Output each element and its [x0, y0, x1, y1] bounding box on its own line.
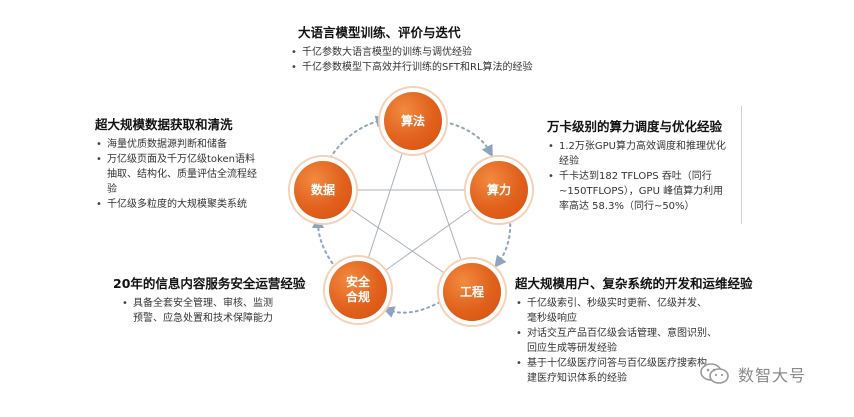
list-item: 对话交互产品百亿级会话管理、意图识别、 回应生成等研发经验 [515, 326, 775, 356]
watermark-text: 数智大号 [738, 366, 807, 385]
list-item: 千亿级索引、秒级实时更新、亿级并发、 毫秒级响应 [515, 296, 775, 326]
node-data-label: 数据 [310, 182, 335, 197]
bottom-right-block-list: 千亿级索引、秒级实时更新、亿级并发、 毫秒级响应 对话交互产品百亿级会话管理、意… [515, 296, 775, 386]
top-block: 大语言模型训练、评价与迭代 千亿参数大语言模型的训练与调优经验 千亿参数模型下高… [291, 22, 598, 75]
node-engineering: 工程 [443, 263, 501, 321]
right-block-title: 万卡级别的算力调度与优化经验 [547, 119, 723, 134]
node-compute: 算力 [470, 161, 528, 219]
left-block: 超大规模数据获取和清洗 海量优质数据源判断和储备 万亿级页面及千万亿级token… [95, 114, 295, 212]
arrow-compute-to-engineering [494, 217, 512, 268]
node-safety-label-2: 合规 [345, 290, 370, 304]
node-algorithm: 算法 [384, 92, 442, 150]
right-divider [741, 106, 742, 224]
list-item: 海量优质数据源判断和储备 [95, 137, 295, 152]
node-safety-label-1: 安全 [345, 275, 370, 289]
list-item: 具备全套安全管理、审核、监测 预警、应急处置和技术保障能力 [121, 296, 323, 326]
wechat-icon [700, 362, 730, 386]
bottom-left-block: 20年的信息内容服务安全运营经验 具备全套安全管理、审核、监测 预警、应急处置和… [113, 273, 323, 326]
list-item: 1.2万张GPU算力高效调度和推理优化 经验 [547, 139, 747, 169]
list-item: 千亿级多粒度的大规模聚类系统 [95, 197, 295, 212]
bottom-left-block-list: 具备全套安全管理、审核、监测 预警、应急处置和技术保障能力 [121, 296, 323, 326]
node-compute-label: 算力 [486, 182, 511, 197]
bottom-right-block: 超大规模用户、复杂系统的开发和运维经验 千亿级索引、秒级实时更新、亿级并发、 毫… [515, 273, 775, 386]
bottom-right-block-title: 超大规模用户、复杂系统的开发和运维经验 [515, 276, 753, 291]
arrow-data-to-algorithm [329, 115, 388, 159]
node-safety: 安全 合规 [329, 261, 387, 319]
left-block-list: 海量优质数据源判断和储备 万亿级页面及千万亿级token语料 抽取、结构化、质量… [95, 137, 295, 212]
star-line [412, 119, 473, 293]
list-item: 基于十亿级医疗问答与百亿级医疗搜索构 建医疗知识体系的经验 [515, 356, 775, 386]
list-item: 千卡达到182 TFLOPS 吞吐（同行 ~150TFLOPS），GPU 峰值算… [547, 169, 747, 214]
top-block-list: 千亿参数大语言模型的训练与调优经验 千亿参数模型下高效并行训练的SFT和RL算法… [290, 45, 598, 75]
watermark: 数智大号 [700, 362, 806, 386]
list-item: 千亿参数大语言模型的训练与调优经验 [290, 45, 598, 60]
arrow-algorithm-to-compute [444, 121, 493, 158]
top-block-title: 大语言模型训练、评价与迭代 [298, 25, 461, 40]
arrow-engineering-to-safety [382, 301, 441, 318]
list-item: 千亿参数模型下高效并行训练的SFT和RL算法的经验 [290, 60, 598, 75]
right-block: 万卡级别的算力调度与优化经验 1.2万张GPU算力高效调度和推理优化 经验 千卡… [547, 116, 747, 214]
bottom-left-block-title: 20年的信息内容服务安全运营经验 [113, 276, 306, 291]
node-engineering-label: 工程 [459, 284, 484, 299]
list-item: 万亿级页面及千万亿级token语料 抽取、结构化、质量评估全流程经 验 [95, 152, 295, 197]
left-block-title: 超大规模数据获取和清洗 [95, 117, 233, 132]
cycle-arrows [312, 115, 512, 318]
arrow-safety-to-data [312, 216, 337, 269]
node-algorithm-label: 算法 [400, 113, 425, 128]
right-block-list: 1.2万张GPU算力高效调度和推理优化 经验 千卡达到182 TFLOPS 吞吐… [547, 139, 747, 214]
node-data: 数据 [294, 161, 352, 219]
